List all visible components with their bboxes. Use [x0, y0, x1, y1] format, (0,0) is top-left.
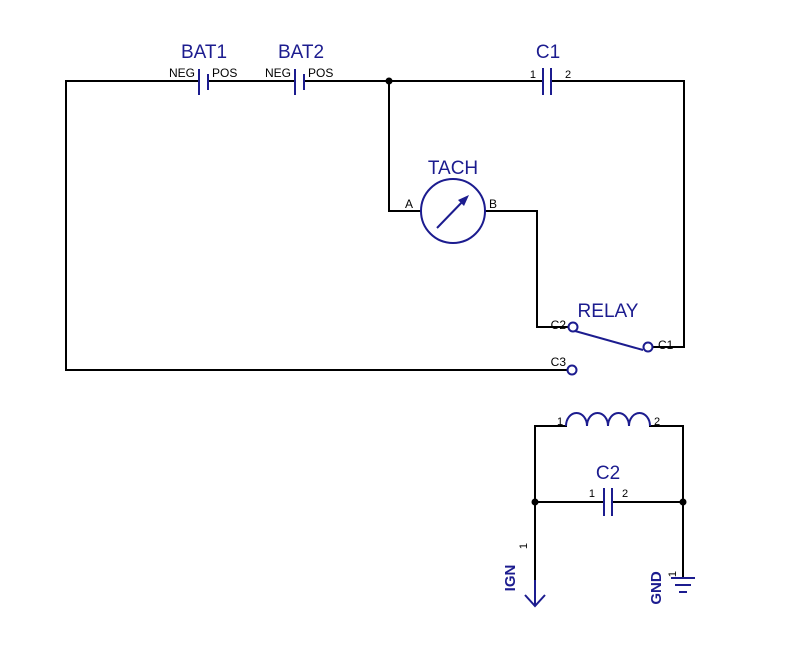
relay-switch-arm: [574, 330, 644, 351]
tachometer-tach: TACH A B: [405, 158, 497, 244]
bat2-pos-label: POS: [308, 66, 333, 80]
tach-pin-b-label: B: [489, 197, 497, 211]
battery-bat2: BAT2 NEG POS: [265, 42, 333, 95]
tach-needle-arrowhead: [458, 195, 469, 206]
gnd-pin1-label: 1: [667, 571, 679, 577]
ign-port: 1 IGN: [502, 543, 546, 608]
relay-c1-terminal: [642, 341, 654, 353]
top-circuit-wires: [65, 77, 685, 371]
gnd-port: 1 GND: [648, 571, 695, 605]
bottom-circuit-wires: [531, 425, 687, 598]
relay-ref-label: RELAY: [578, 301, 639, 322]
tach-meter-circle: [420, 178, 486, 244]
ign-net-label: IGN: [502, 565, 519, 592]
bat1-pos-label: POS: [212, 66, 237, 80]
relay-c2-terminal: [567, 321, 579, 333]
battery-bat1: BAT1 NEG POS: [169, 42, 237, 95]
junction-dot-top: [385, 77, 393, 85]
ign-pin1-label: 1: [518, 543, 530, 549]
relay-c3-terminal: [566, 364, 578, 376]
relay-c2-label: C2: [551, 318, 567, 332]
relay-switch: RELAY C2 C1 C3: [551, 301, 674, 376]
coil-pin2-label: 2: [654, 416, 660, 428]
c1-pin2-label: 2: [565, 69, 571, 81]
c2-pin2-label: 2: [622, 488, 628, 500]
bat1-neg-label: NEG: [169, 66, 195, 80]
capacitor-c2: C2 1 2: [589, 463, 628, 516]
gnd-net-label: GND: [648, 571, 665, 605]
junction-dot-right: [679, 498, 687, 506]
coil-pin1-label: 1: [557, 416, 563, 428]
bat2-neg-label: NEG: [265, 66, 291, 80]
bat2-ref-label: BAT2: [278, 42, 324, 63]
relay-c3-label: C3: [551, 355, 567, 369]
junction-dot-left: [531, 498, 539, 506]
capacitor-c1: C1 1 2: [530, 42, 571, 95]
relay-c1-label: C1: [658, 338, 674, 352]
c2-pin1-label: 1: [589, 488, 595, 500]
tach-pin-a-label: A: [405, 197, 413, 211]
c2-ref-label: C2: [596, 463, 620, 484]
relay-coil-inductor: 1 2: [557, 412, 660, 428]
bat1-ref-label: BAT1: [181, 42, 227, 63]
c1-pin1-label: 1: [530, 69, 536, 81]
c1-ref-label: C1: [536, 42, 560, 63]
coil-windings: [565, 412, 651, 427]
tach-ref-label: TACH: [428, 158, 478, 179]
